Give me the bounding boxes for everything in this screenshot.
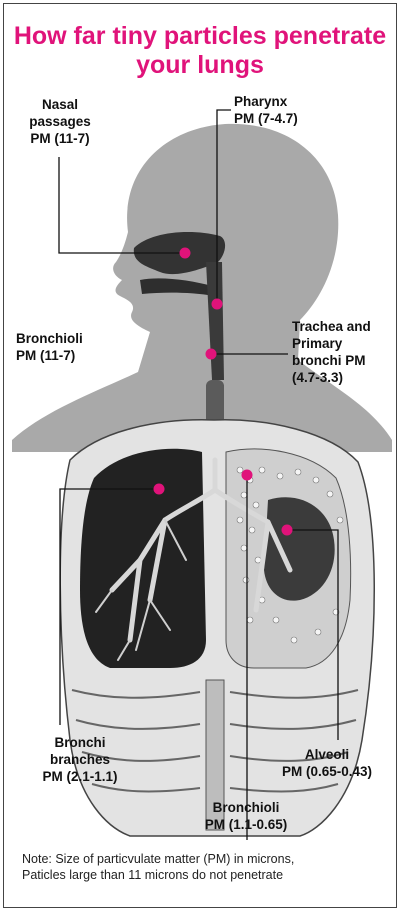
label-trachea-line-2: Primary <box>292 335 371 352</box>
label-nasal-line-2: passages <box>16 113 104 130</box>
label-bronchi-line-3: PM (2.1-1.1) <box>28 768 132 785</box>
marker-trachea <box>206 349 217 360</box>
label-bronchioli-upper-line-1: Bronchioli <box>16 330 83 347</box>
label-bronchioli-upper-line-2: PM (11-7) <box>16 347 83 364</box>
label-pharynx-line-2: PM (7-4.7) <box>234 110 298 127</box>
label-nasal-line-3: PM (11-7) <box>16 130 104 147</box>
marker-bronchioli-lower <box>242 470 253 481</box>
marker-alveoli <box>282 525 293 536</box>
footnote: Note: Size of particvulate matter (PM) i… <box>22 851 388 883</box>
label-trachea: Trachea and Primary bronchi PM (4.7-3.3) <box>292 318 371 386</box>
marker-bronchi <box>154 484 165 495</box>
label-bronchioli-lower-line-1: Bronchioli <box>186 799 306 816</box>
label-nasal-line-1: Nasal <box>16 96 104 113</box>
label-bronchioli-lower: Bronchioli PM (1.1-0.65) <box>186 799 306 833</box>
footnote-line-2: Paticles large than 11 microns do not pe… <box>22 867 388 883</box>
marker-pharynx <box>212 299 223 310</box>
label-bronchioli-lower-line-2: PM (1.1-0.65) <box>186 816 306 833</box>
label-trachea-line-3: bronchi PM <box>292 352 371 369</box>
label-trachea-line-1: Trachea and <box>292 318 371 335</box>
footnote-line-1: Note: Size of particvulate matter (PM) i… <box>22 851 388 867</box>
label-alveoli: Alveoli PM (0.65-0.43) <box>268 746 386 780</box>
label-alveoli-line-2: PM (0.65-0.43) <box>268 763 386 780</box>
label-pharynx: Pharynx PM (7-4.7) <box>234 93 298 127</box>
marker-nasal <box>180 248 191 259</box>
label-nasal-passages: Nasal passages PM (11-7) <box>16 96 104 147</box>
label-bronchi-branches: Bronchi branches PM (2.1-1.1) <box>28 734 132 785</box>
label-trachea-line-4: (4.7-3.3) <box>292 369 371 386</box>
label-bronchi-line-1: Bronchi <box>28 734 132 751</box>
label-bronchi-line-2: branches <box>28 751 132 768</box>
label-alveoli-line-1: Alveoli <box>268 746 386 763</box>
label-bronchioli-upper: Bronchioli PM (11-7) <box>16 330 83 364</box>
label-pharynx-line-1: Pharynx <box>234 93 298 110</box>
